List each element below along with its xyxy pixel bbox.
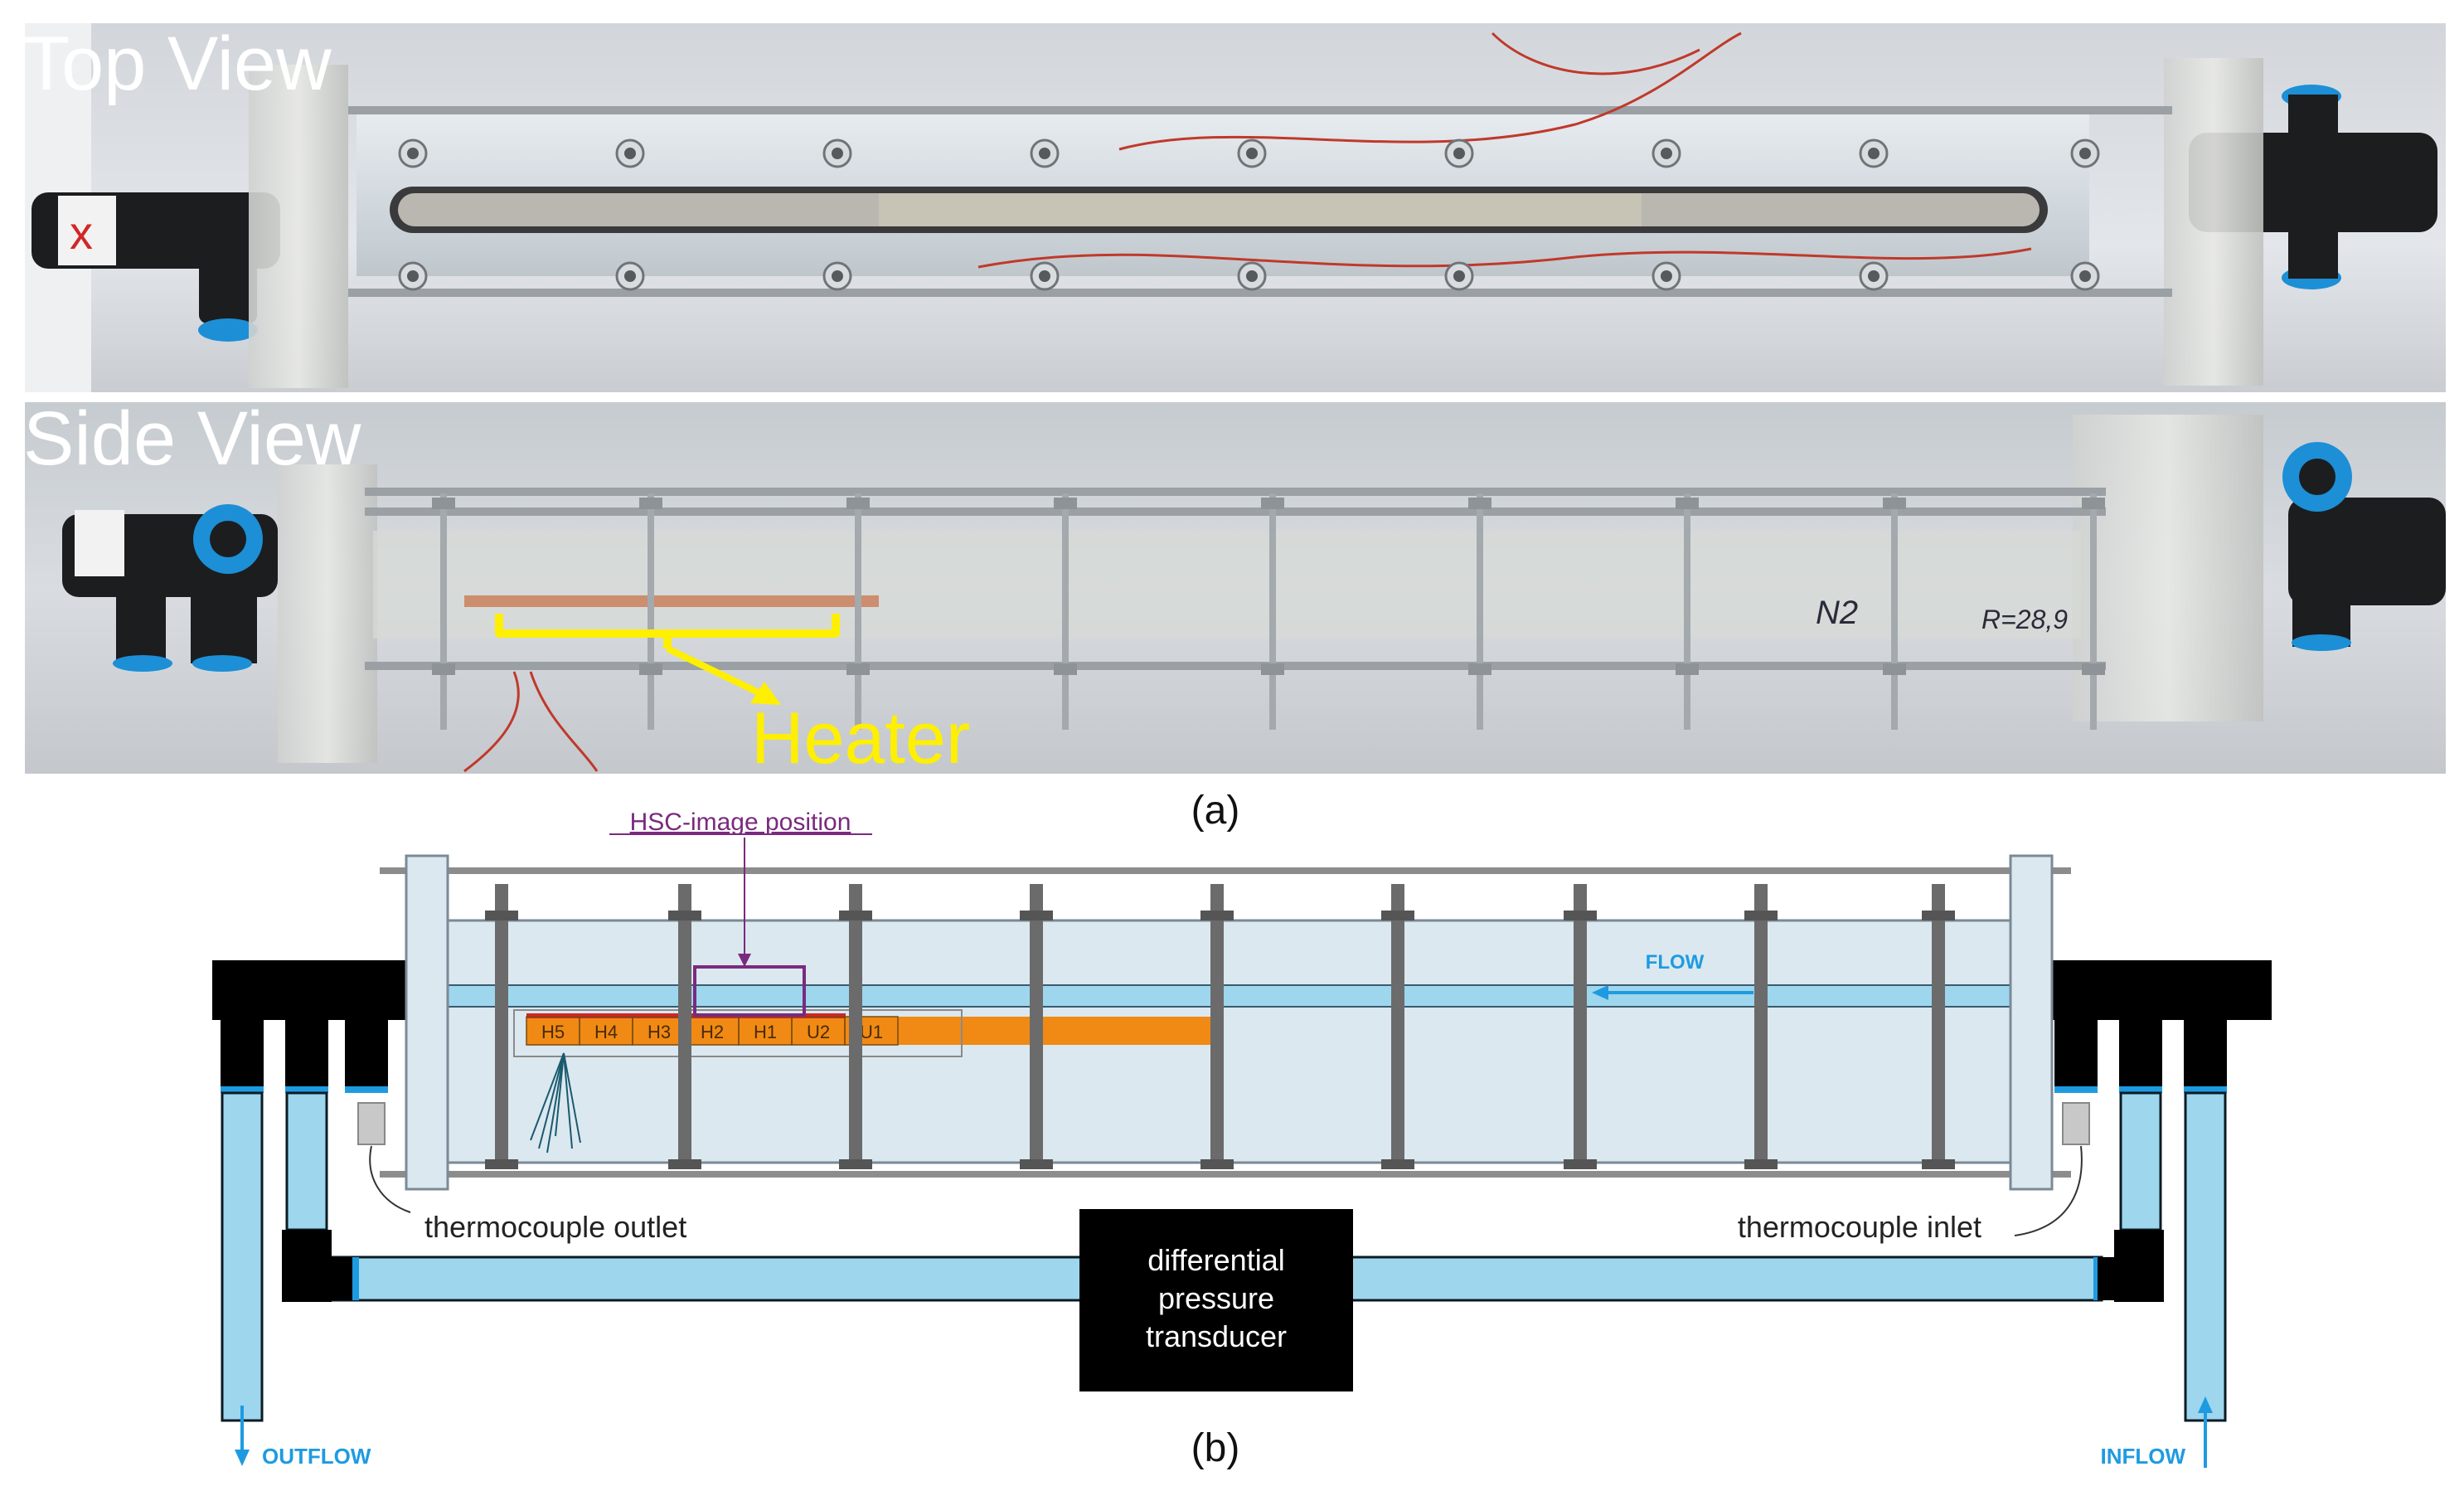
schematic-diagram: H5 H4 H3 H2 H1 U2 U1 HSC-image position FLOW — [212, 809, 2272, 1469]
screw-icon — [615, 261, 645, 291]
bolt-icon — [1468, 493, 1491, 730]
bolt-icon — [2082, 493, 2105, 730]
fitting-side-left-icon — [62, 504, 278, 672]
screw-icon — [1237, 138, 1267, 168]
screw-icon — [1652, 138, 1681, 168]
fitting-left-icon — [32, 192, 280, 342]
screw-icon — [1030, 261, 1060, 291]
heater-strip — [526, 1017, 1210, 1045]
screw-icon — [1030, 138, 1060, 168]
tie-bolt-icon — [1200, 884, 1234, 1169]
vertical-bolt-row — [432, 493, 2105, 730]
tie-bolt-icon — [668, 884, 701, 1169]
heater-segment: U1 — [844, 1016, 899, 1046]
outflow-arrow-icon — [235, 1450, 250, 1466]
screw-icon — [1444, 261, 1474, 291]
screw-row-top-view — [398, 138, 2100, 291]
marker-x: x — [70, 206, 93, 259]
bolt-icon — [639, 493, 662, 730]
heater-segment-label: H5 — [541, 1022, 565, 1042]
heater-segment-label: H2 — [701, 1022, 724, 1042]
heater-label: Heater — [751, 697, 970, 779]
screw-icon — [1652, 261, 1681, 291]
top-view-label: Top View — [23, 22, 332, 106]
wire-bundle-icon — [530, 1052, 581, 1153]
bolt-icon — [1261, 493, 1284, 730]
bolt-icon — [1883, 493, 1906, 730]
tie-bolt-icon — [1020, 884, 1053, 1169]
tie-bolt-icon — [1922, 884, 1955, 1169]
inflow-label: INFLOW — [2100, 1444, 2185, 1469]
right-manifold — [2048, 960, 2272, 1422]
hsc-label: HSC-image position — [630, 809, 851, 836]
bolt-icon — [846, 493, 870, 730]
tie-bolt-icon — [839, 884, 872, 1169]
screw-icon — [822, 261, 852, 291]
heater-segment: U2 — [791, 1016, 846, 1046]
flow-annotation: FLOW — [1592, 951, 1753, 1000]
tie-bolt-icon — [1744, 884, 1778, 1169]
heater-segment-label: U2 — [807, 1022, 830, 1042]
outflow-label: OUTFLOW — [262, 1444, 371, 1469]
bolt-icon — [432, 493, 455, 730]
tie-bolts — [485, 884, 1955, 1169]
bolt-icon — [1054, 493, 1077, 730]
thermocouple-inlet-label: thermocouple inlet — [1738, 1210, 1981, 1244]
heater-segment-label: H4 — [594, 1022, 618, 1042]
thermocouple-outlet-label: thermocouple outlet — [424, 1210, 686, 1244]
screw-icon — [2070, 261, 2100, 291]
screw-icon — [2070, 138, 2100, 168]
screw-icon — [615, 138, 645, 168]
screw-icon — [1859, 138, 1889, 168]
heater-segment-label: U1 — [860, 1022, 883, 1042]
outflow-annotation: OUTFLOW — [235, 1406, 371, 1469]
marker-r: R=28,9 — [1981, 605, 2068, 634]
hsc-frame — [693, 965, 806, 1017]
flow-label: FLOW — [1646, 951, 1705, 974]
screw-icon — [1859, 261, 1889, 291]
heater-segment-label: H3 — [648, 1022, 671, 1042]
heater-annotation: Heater — [495, 614, 970, 779]
side-view-label: Side View — [23, 396, 361, 481]
marker-n2: N2 — [1816, 595, 1858, 631]
dpt-line-3: transducer — [1146, 1319, 1287, 1353]
hsc-annotation: HSC-image position — [609, 809, 872, 1017]
photo-side-view: N2 R=28,9 Heater Side View — [23, 396, 2446, 779]
dpt-line-2: pressure — [1158, 1281, 1274, 1315]
left-manifold — [212, 960, 428, 1422]
dpt-line-1: differential — [1147, 1243, 1284, 1277]
inflow-annotation: INFLOW — [2100, 1396, 2213, 1469]
screw-icon — [1237, 261, 1267, 291]
caption-a: (a) — [1191, 789, 1240, 833]
pressure-transducer: differential pressure transducer — [1079, 1209, 1353, 1391]
inflow-arrow-icon — [2198, 1396, 2213, 1413]
fitting-side-right-icon — [2282, 442, 2446, 651]
heater-segment-label: H1 — [754, 1022, 777, 1042]
tie-bolt-icon — [1381, 884, 1414, 1169]
screw-icon — [1444, 138, 1474, 168]
screw-icon — [822, 138, 852, 168]
tie-bolt-icon — [1564, 884, 1597, 1169]
caption-b: (b) — [1191, 1426, 1240, 1470]
screw-icon — [398, 138, 428, 168]
photo-top-view: x Top View — [23, 22, 2446, 392]
tie-bolt-icon — [485, 884, 518, 1169]
flow-arrow-icon — [1592, 985, 1608, 1000]
bolt-icon — [1676, 493, 1699, 730]
screw-icon — [398, 261, 428, 291]
